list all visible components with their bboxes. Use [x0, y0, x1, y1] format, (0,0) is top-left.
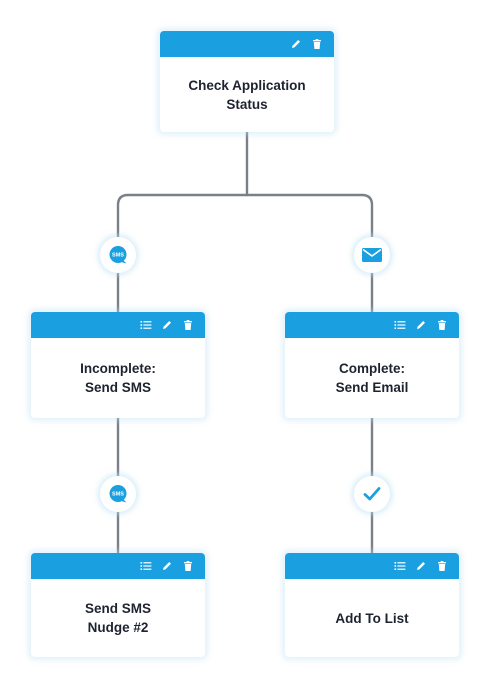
- node-complete-send-email[interactable]: Complete: Send Email: [285, 312, 459, 418]
- checkmark-badge: [354, 476, 390, 512]
- node-body: Send SMS Nudge #2: [31, 579, 205, 657]
- connector-split-left: [116, 193, 249, 314]
- pencil-icon[interactable]: [161, 560, 173, 572]
- node-title-line2: Send Email: [335, 380, 409, 395]
- sms-icon-label: SMS: [112, 253, 124, 259]
- node-header: [285, 553, 459, 579]
- node-title-line1: Check Application: [188, 77, 306, 93]
- node-check-application-status[interactable]: Check Application Status: [160, 31, 334, 132]
- sms-badge: SMS: [100, 237, 136, 273]
- node-add-to-list[interactable]: Add To List: [285, 553, 459, 657]
- node-body: Complete: Send Email: [285, 338, 459, 418]
- node-title-line1: Add To List: [335, 610, 409, 626]
- email-badge: [354, 237, 390, 273]
- node-body: Incomplete: Send SMS: [31, 338, 205, 418]
- pencil-icon[interactable]: [290, 38, 302, 50]
- node-header: [31, 312, 205, 338]
- node-title-line2: Status: [226, 96, 268, 112]
- list-icon[interactable]: [140, 319, 152, 331]
- node-title-line1: Send SMS: [84, 601, 151, 616]
- pencil-icon[interactable]: [415, 319, 427, 331]
- sms-badge: SMS: [100, 476, 136, 512]
- node-incomplete-send-sms[interactable]: Incomplete: Send SMS: [31, 312, 205, 418]
- sms-icon: SMS: [109, 246, 127, 264]
- trash-icon[interactable]: [436, 319, 448, 331]
- envelope-icon: [362, 248, 382, 262]
- trash-icon[interactable]: [182, 319, 194, 331]
- node-title-line2: Nudge #2: [87, 620, 149, 635]
- node-title-line2: Send SMS: [84, 380, 151, 395]
- node-body: Check Application Status: [160, 57, 334, 132]
- node-header: [160, 31, 334, 57]
- trash-icon[interactable]: [311, 38, 323, 50]
- sms-icon: SMS: [109, 485, 127, 503]
- sms-icon-label: SMS: [112, 492, 124, 498]
- node-title-line1: Incomplete:: [80, 361, 156, 376]
- list-icon[interactable]: [394, 560, 406, 572]
- trash-icon[interactable]: [436, 560, 448, 572]
- node-title-line1: Complete:: [338, 361, 405, 376]
- pencil-icon[interactable]: [415, 560, 427, 572]
- node-body: Add To List: [285, 579, 459, 657]
- node-send-sms-nudge[interactable]: Send SMS Nudge #2: [31, 553, 205, 657]
- checkmark-icon: [363, 487, 381, 501]
- node-header: [285, 312, 459, 338]
- list-icon[interactable]: [140, 560, 152, 572]
- list-icon[interactable]: [394, 319, 406, 331]
- trash-icon[interactable]: [182, 560, 194, 572]
- pencil-icon[interactable]: [161, 319, 173, 331]
- connector-split-right: [245, 193, 374, 314]
- node-header: [31, 553, 205, 579]
